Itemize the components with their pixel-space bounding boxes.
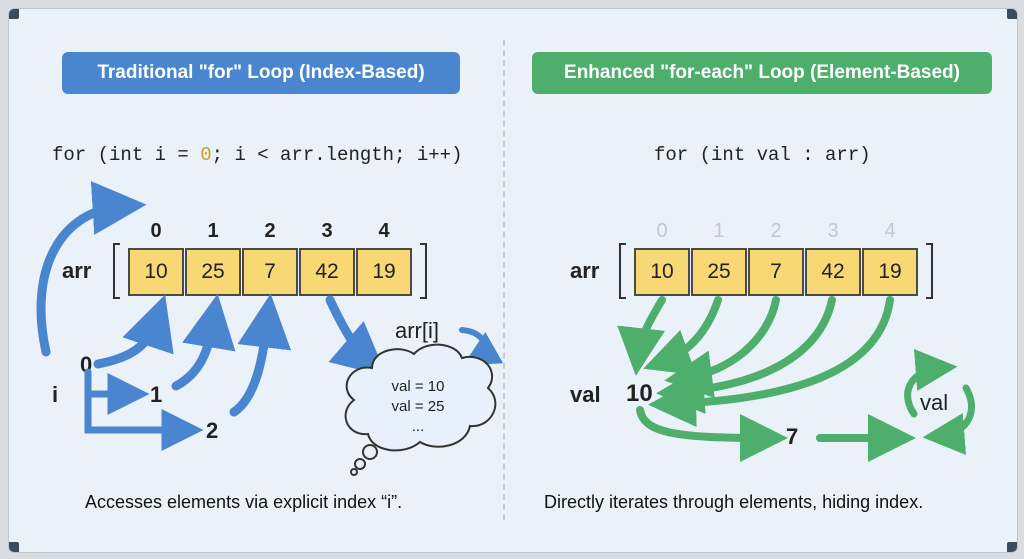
right-index: 0 [656, 220, 668, 242]
board-corner [9, 9, 19, 19]
counter-step: 2 [206, 418, 219, 443]
left-array-cell: 42 [299, 248, 355, 296]
right-index: 2 [770, 220, 782, 242]
left-array-cell: 19 [356, 248, 412, 296]
right-array-bracket [619, 243, 933, 299]
left-array-cell: 7 [242, 248, 298, 296]
next-value: 7 [786, 424, 799, 449]
right-title: Enhanced "for-each" Loop (Element-Based) [532, 52, 992, 94]
cycle-icon [904, 348, 975, 456]
right-code: for (int val : arr) [654, 144, 871, 166]
right-element-arrows [617, 296, 916, 462]
left-caption: Accesses elements via explicit index “i”… [85, 492, 403, 512]
left-array-cell: 10 [128, 248, 184, 296]
left-index: 4 [378, 220, 390, 242]
left-title: Traditional "for" Loop (Index-Based) [62, 52, 460, 94]
right-array-cell: 7 [748, 248, 804, 296]
right-array-cell: 19 [862, 248, 918, 296]
left-index: 0 [150, 220, 162, 242]
var-label: val [570, 382, 601, 407]
access-label: arr[i] [395, 318, 439, 343]
left-index: 2 [264, 220, 276, 242]
board-corner [1007, 542, 1017, 552]
right-index: 3 [827, 220, 839, 242]
right-array-cell: 25 [691, 248, 747, 296]
right-array-label: arr [570, 258, 600, 283]
bubble-line: val = 25 [392, 398, 445, 415]
left-array-bracket [113, 243, 427, 299]
left-array-label: arr [62, 258, 92, 283]
left-index: 1 [207, 220, 219, 242]
counter-label: i [52, 382, 59, 407]
board-corner [1007, 9, 1017, 19]
right-index: 1 [713, 220, 725, 242]
bubble-line: val = 10 [392, 378, 445, 395]
right-array-cell: 42 [805, 248, 861, 296]
thought-bubble [344, 343, 497, 476]
board-corner [9, 542, 19, 552]
bubble-line: ... [412, 418, 425, 435]
right-index: 4 [884, 220, 896, 242]
left-index: 3 [321, 220, 333, 242]
right-array-cell: 10 [634, 248, 690, 296]
counter-step: 1 [150, 382, 163, 407]
panel-divider [503, 40, 505, 520]
left-array-cell: 25 [185, 248, 241, 296]
left-code: for (int i = 0; i < arr.length; i++) [52, 144, 463, 166]
right-caption: Directly iterates through elements, hidi… [544, 492, 924, 512]
cycle-label: val [920, 390, 949, 415]
left-index-arrows [36, 181, 504, 451]
